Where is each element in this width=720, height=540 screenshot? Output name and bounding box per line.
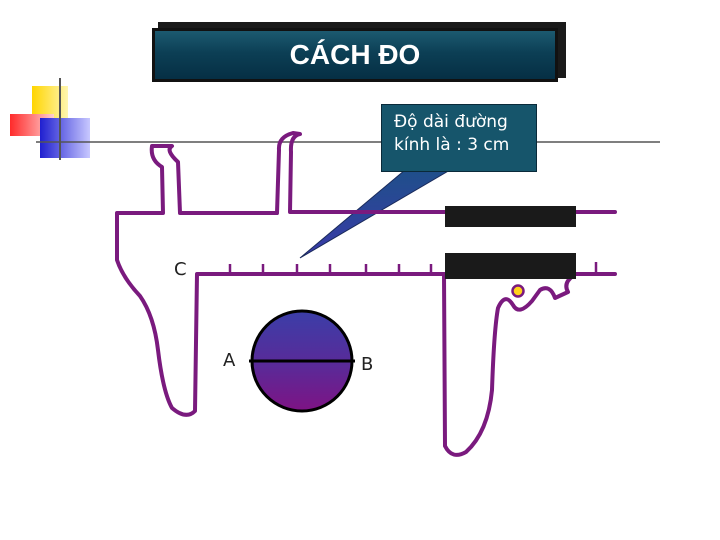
slide-title: CÁCH ĐO <box>152 28 558 82</box>
label-b: B <box>361 354 374 375</box>
locking-screw-icon <box>511 284 525 298</box>
caliper-fixed-body <box>115 131 617 417</box>
measurement-callout: Độ dài đường kính là : 3 cm <box>381 104 537 172</box>
scale-ticks <box>228 262 598 274</box>
label-a: A <box>223 350 236 371</box>
caliper-sliding-jaw <box>442 272 575 457</box>
corner-logo-icon <box>10 78 660 160</box>
slider-top-block <box>445 206 576 227</box>
label-c: C <box>174 259 187 280</box>
slide-title-text: CÁCH ĐO <box>289 39 421 70</box>
slider-bottom-block <box>445 253 576 279</box>
